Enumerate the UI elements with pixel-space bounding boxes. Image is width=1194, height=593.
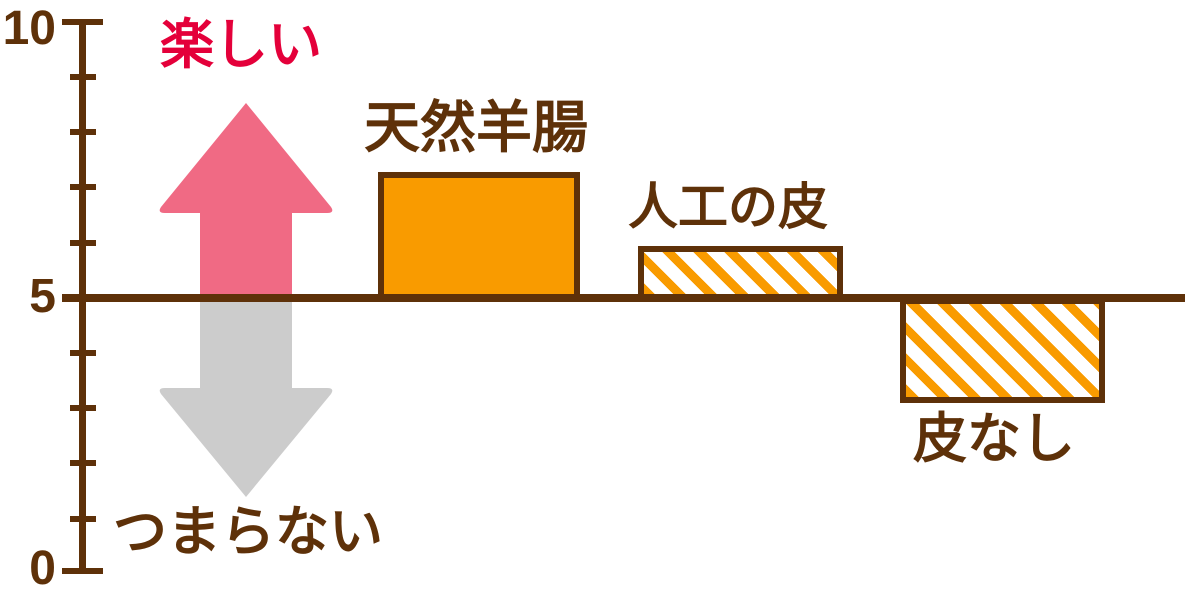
y-tick-9: [70, 74, 96, 80]
down-arrow-icon: [159, 300, 333, 497]
baseline-axis-value-5: [62, 294, 1185, 302]
bar-label-jinkou-no-kawa: 人工の皮: [628, 179, 828, 235]
up-arrow-icon: [159, 103, 333, 300]
y-tick-8: [70, 129, 96, 135]
bar-label-tennen-youchou: 天然羊腸: [364, 96, 588, 159]
y-axis-label-0: 0: [29, 542, 56, 593]
label-positive-direction: 楽しい: [160, 15, 322, 75]
y-tick-4: [70, 350, 96, 356]
y-tick-2: [70, 460, 96, 466]
y-tick-1: [70, 516, 96, 522]
y-tick-3: [70, 405, 96, 411]
y-tick-0: [62, 568, 103, 574]
bar-label-kawa-nashi: 皮なし: [913, 409, 1075, 469]
y-tick-6: [70, 240, 96, 246]
y-axis-label-10: 10: [2, 2, 56, 55]
y-tick-7: [70, 184, 96, 190]
bar-kawa-nashi[interactable]: [900, 298, 1105, 403]
bar-jinkou-no-kawa[interactable]: [638, 246, 843, 302]
y-axis-label-5: 5: [29, 270, 56, 323]
label-negative-direction: つまらない: [113, 502, 383, 562]
bar-tennen-youchou[interactable]: [378, 172, 580, 302]
y-tick-10: [62, 19, 103, 25]
